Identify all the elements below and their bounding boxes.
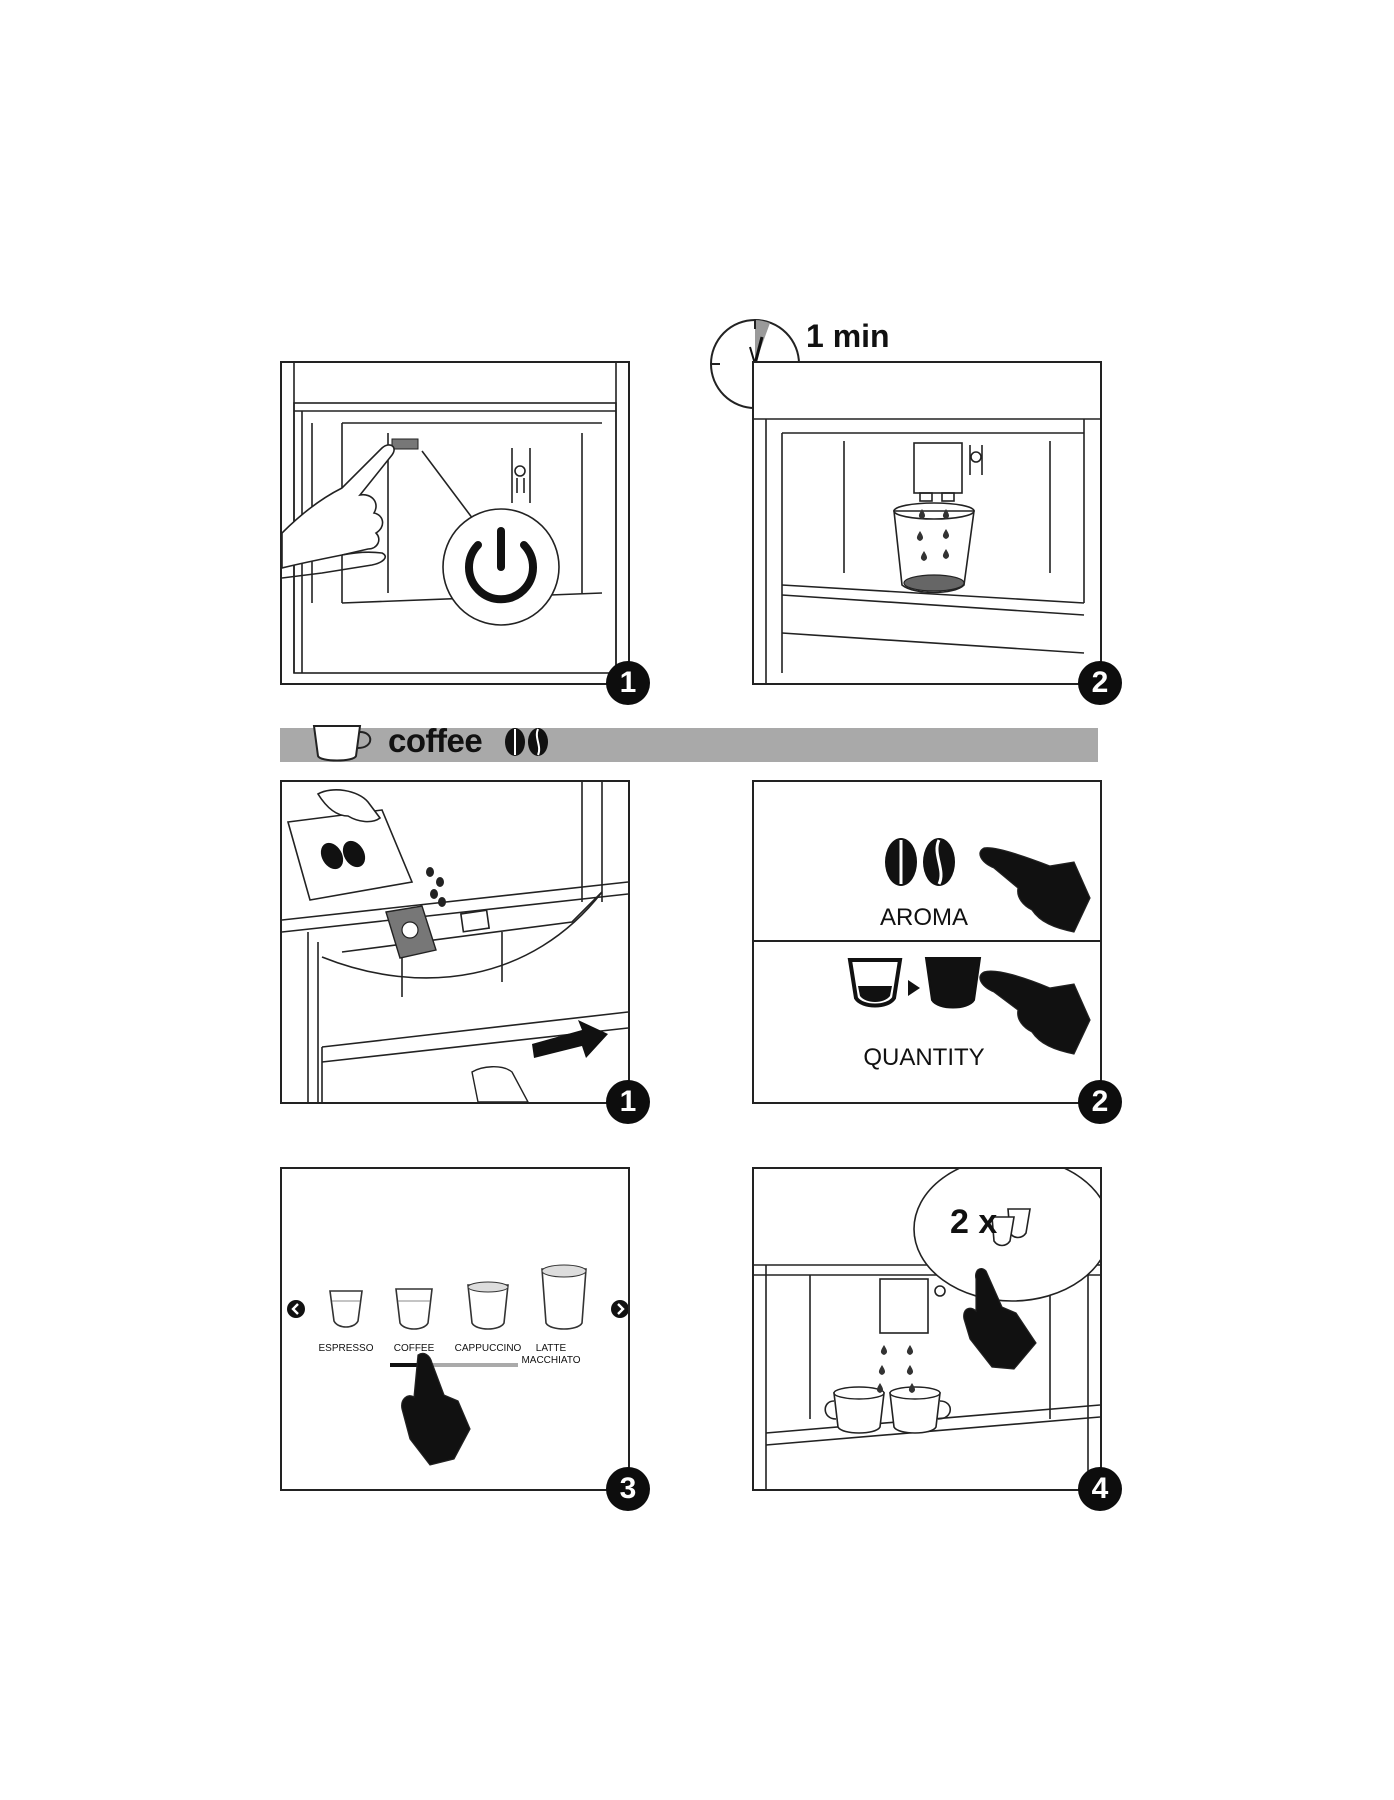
- step-number-badge: 1: [606, 661, 650, 705]
- drops-icon: [916, 509, 950, 561]
- panel-select-drink: ESPRESSO COFFEE CAPPUCCINO LATTE MACCHIA…: [280, 1167, 630, 1491]
- drink-label-latte-macchiato[interactable]: LATTE MACCHIATO: [521, 1343, 581, 1366]
- section-title: coffee: [388, 722, 483, 759]
- drink-label-cappuccino[interactable]: CAPPUCCINO: [454, 1343, 522, 1354]
- drink-label-coffee[interactable]: COFFEE: [393, 1343, 435, 1354]
- pointing-hand-icon: [401, 1352, 471, 1466]
- glass-icon: [467, 1281, 509, 1330]
- drink-label-espresso[interactable]: ESPRESSO: [318, 1343, 374, 1354]
- pointing-hand-icon: [963, 1267, 1037, 1370]
- drink-menu-illustration: [287, 1264, 628, 1466]
- glass-icon: [541, 1264, 587, 1330]
- bean-hopper-illustration: [282, 782, 628, 1102]
- coffee-beans-icon: [505, 728, 548, 756]
- section-band: [280, 728, 1098, 762]
- cup-icon: [312, 725, 372, 762]
- panel-fill-beans: [280, 780, 630, 1104]
- machine-rinse-illustration: [754, 418, 1100, 683]
- pointing-hand-icon: [979, 847, 1091, 933]
- step-number-badge: 2: [1078, 1080, 1122, 1124]
- arrow-right-icon: [611, 1300, 628, 1318]
- panel-double-cup: 2 x: [752, 1167, 1102, 1491]
- step-number-badge: 3: [606, 1467, 650, 1511]
- machine-double-cup-illustration: [754, 1169, 1100, 1489]
- quantity-label: QUANTITY: [863, 1044, 985, 1071]
- glass-icon: [847, 957, 982, 1009]
- step-number-badge: 2: [1078, 661, 1122, 705]
- timer-label: 1 min: [806, 318, 890, 354]
- glass-icon: [991, 1208, 1031, 1247]
- step-number-badge: 4: [1078, 1467, 1122, 1511]
- glass-icon: [329, 1290, 363, 1328]
- double-cup-label: 2 x: [950, 1203, 998, 1241]
- step-number-badge: 1: [606, 1080, 650, 1124]
- panel-rinse: [752, 361, 1102, 685]
- divider: [754, 940, 1100, 942]
- panel-power-on: [280, 361, 630, 685]
- power-icon: [442, 508, 560, 626]
- aroma-quantity-illustration: [847, 838, 1091, 1055]
- coffee-beans-icon: [885, 838, 955, 886]
- glass-icon: [395, 1288, 433, 1330]
- panel-aroma-quantity: AROMA QUANTITY: [752, 780, 1102, 1104]
- pointing-hand-icon: [979, 970, 1091, 1055]
- arrow-left-icon: [287, 1300, 305, 1318]
- aroma-label: AROMA: [879, 904, 968, 931]
- drops-icon: [876, 1345, 916, 1393]
